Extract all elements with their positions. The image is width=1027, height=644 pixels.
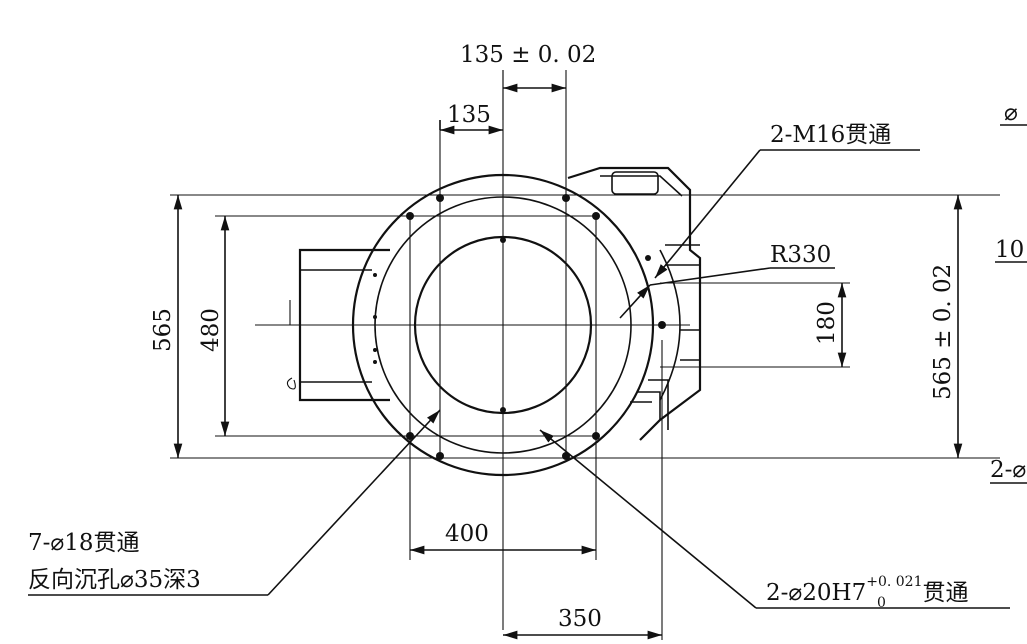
dim-left-inner: 480 (198, 308, 224, 352)
dim-top-pitch: 135 ± 0. 02 (460, 42, 596, 68)
edge-label-1: ⌀ (1004, 100, 1018, 126)
edge-label-2: 10 (995, 237, 1024, 263)
centerlines (255, 70, 690, 630)
callout-labels: 2-M16贯通 R330 7-⌀18贯通 反向沉孔⌀35深3 2-⌀20H7+0… (28, 122, 968, 611)
callout-hole18-line2: 反向沉孔⌀35深3 (28, 567, 201, 593)
dimension-labels: 135 ± 0. 02 135 565 480 565 ± 0. 02 180 … (150, 42, 956, 632)
dim-right-small: 180 (814, 301, 840, 345)
extension-lines (170, 70, 1000, 640)
edge-labels: ⌀ 10 2-⌀ (990, 100, 1026, 483)
dim-bottom-400: 400 (445, 521, 489, 547)
dim-left-outer: 565 (150, 308, 176, 352)
leader-lines (28, 124, 1027, 609)
callout-r330: R330 (770, 242, 831, 268)
callout-h7-sub: 0 (877, 595, 886, 611)
dimension-lines (173, 83, 963, 640)
callout-hole18-line1: 7-⌀18贯通 (28, 530, 140, 556)
dim-top-half: 135 (447, 102, 491, 128)
dim-right-tol: 565 ± 0. 02 (930, 264, 956, 400)
callout-m16: 2-M16贯通 (770, 122, 891, 148)
callout-h7-prefix: 2-⌀20H7 (766, 580, 866, 606)
base-outline (286, 166, 702, 477)
edge-label-3: 2-⌀ (990, 457, 1026, 483)
callout-h7-suffix: 贯通 (922, 580, 968, 606)
callout-h7-sup: +0. 021 (866, 574, 922, 590)
dim-bottom-350: 350 (558, 606, 602, 632)
callout-h7: 2-⌀20H7+0. 021贯通 (766, 574, 968, 606)
